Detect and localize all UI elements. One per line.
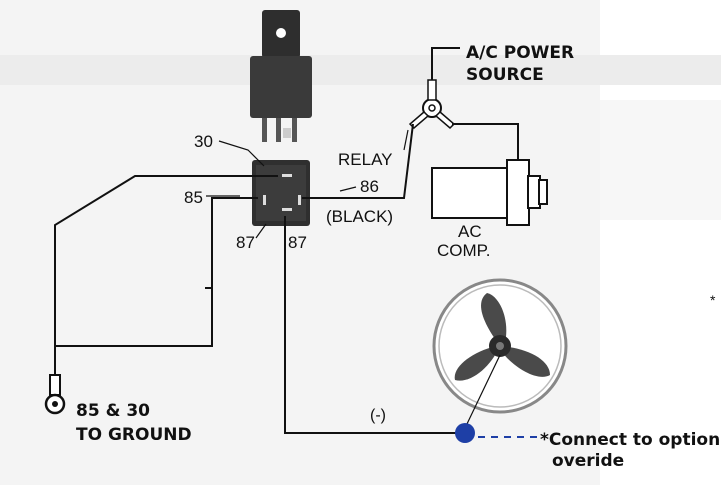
override-connection-dot bbox=[455, 423, 475, 443]
wire-85 bbox=[55, 197, 258, 347]
pin-87-right-label: 87 bbox=[288, 233, 307, 252]
leader-relay bbox=[403, 129, 409, 151]
power-source-label-line1: A/C POWER bbox=[466, 43, 574, 63]
background-watermark bbox=[600, 100, 721, 220]
y-connector-icon bbox=[408, 79, 456, 130]
relay-label: RELAY bbox=[338, 150, 393, 169]
background-band bbox=[0, 55, 721, 85]
wire-compressor bbox=[452, 123, 519, 160]
relay-icon bbox=[250, 10, 312, 142]
negative-label: (-) bbox=[370, 407, 386, 424]
ac-comp-label-line1: AC bbox=[458, 222, 482, 241]
fan-icon bbox=[432, 278, 568, 414]
wire-86 bbox=[302, 123, 414, 199]
asterisk-mark: * bbox=[710, 292, 716, 308]
wire-30 bbox=[54, 175, 278, 375]
ac-compressor-icon bbox=[431, 159, 548, 226]
override-note-line2: overide bbox=[552, 451, 624, 471]
power-source-label-line2: SOURCE bbox=[466, 65, 544, 85]
override-note-line1: *Connect to optional bbox=[540, 430, 721, 450]
ground-terminal-icon bbox=[44, 374, 66, 415]
pin-86-label: 86 bbox=[360, 177, 379, 196]
wiring bbox=[54, 47, 519, 434]
relay-socket-icon bbox=[252, 160, 310, 226]
wire-fan bbox=[465, 354, 501, 427]
pin-87-left-label: 87 bbox=[236, 233, 255, 252]
ac-comp-label-line2: COMP. bbox=[437, 241, 491, 260]
black-wire-label: (BLACK) bbox=[326, 207, 393, 226]
pin-85-label: 85 bbox=[184, 188, 203, 207]
wire-87 bbox=[284, 216, 464, 434]
leader-87a bbox=[255, 223, 267, 239]
pin-30-label: 30 bbox=[194, 132, 213, 151]
wire-power-source bbox=[431, 47, 460, 80]
leader-86 bbox=[339, 186, 357, 192]
ground-label-line1: 85 & 30 bbox=[76, 401, 150, 421]
ground-label-line2: TO GROUND bbox=[76, 425, 192, 445]
leader-30 bbox=[218, 140, 265, 167]
